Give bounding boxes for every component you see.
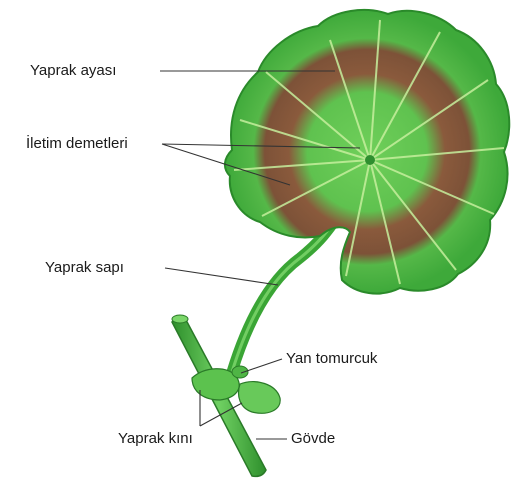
label-stem: Gövde [291,430,335,448]
label-lateral-bud: Yan tomurcuk [286,350,377,368]
leader-petiole [165,268,278,285]
leaf-blade-shape [225,10,509,294]
label-vascular-bundles: İletim demetleri [26,135,128,153]
label-leaf-blade: Yaprak ayası [30,62,116,80]
leader-lateral-bud [241,359,282,373]
label-petiole: Yaprak sapı [45,259,124,277]
label-leaf-sheath: Yaprak kını [118,430,193,448]
